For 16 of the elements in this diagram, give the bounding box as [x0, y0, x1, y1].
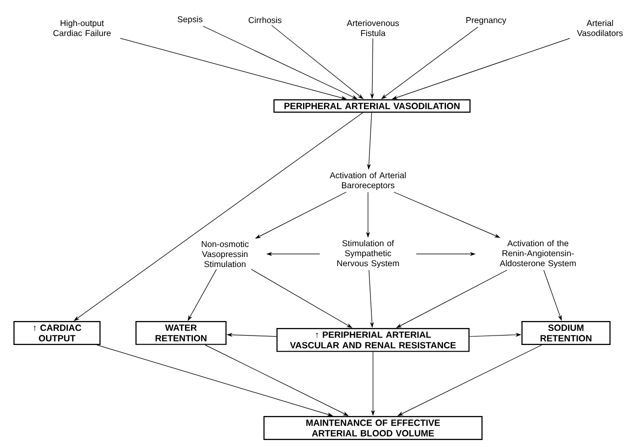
cause-text: Arteriovenous Fistula	[346, 20, 399, 36]
outcome-box: PERIPHERAL ARTERIAL VASODILATION	[273, 99, 471, 113]
cause-text: Stimulation of Sympathetic Nervous System	[337, 240, 399, 268]
cause-text: Cirrhosis	[248, 16, 282, 24]
outcome-box: SODIUM RETENTION	[521, 321, 611, 345]
outcome-box: ↑ PERIPHERIAL ARTERIAL VASCULAR AND RENAL RESISTANCE	[276, 328, 470, 352]
cause-text: Non-osmotic Vasopressin Stimulation	[202, 240, 249, 268]
cause-text: Pregnancy	[466, 17, 506, 25]
outcome-box: WATER RETENTION	[135, 321, 227, 345]
cause-text: Activation of the Renin-Angiotensin-Aldosterone System	[500, 240, 576, 268]
cause-text: Activation of Arterial Baroreceptors	[330, 172, 406, 190]
outcome-box: MAINTENANCE OF EFFECTIVE ARTERIAL BLOOD VOLUME	[263, 416, 483, 440]
cause-text: Arterial Vasodilators	[576, 20, 623, 36]
cause-text: Sepsis	[178, 16, 202, 24]
outcome-box: ↑ CARDIAC OUTPUT	[13, 321, 101, 345]
cause-text: High-output Cardiac Failure	[53, 20, 111, 36]
